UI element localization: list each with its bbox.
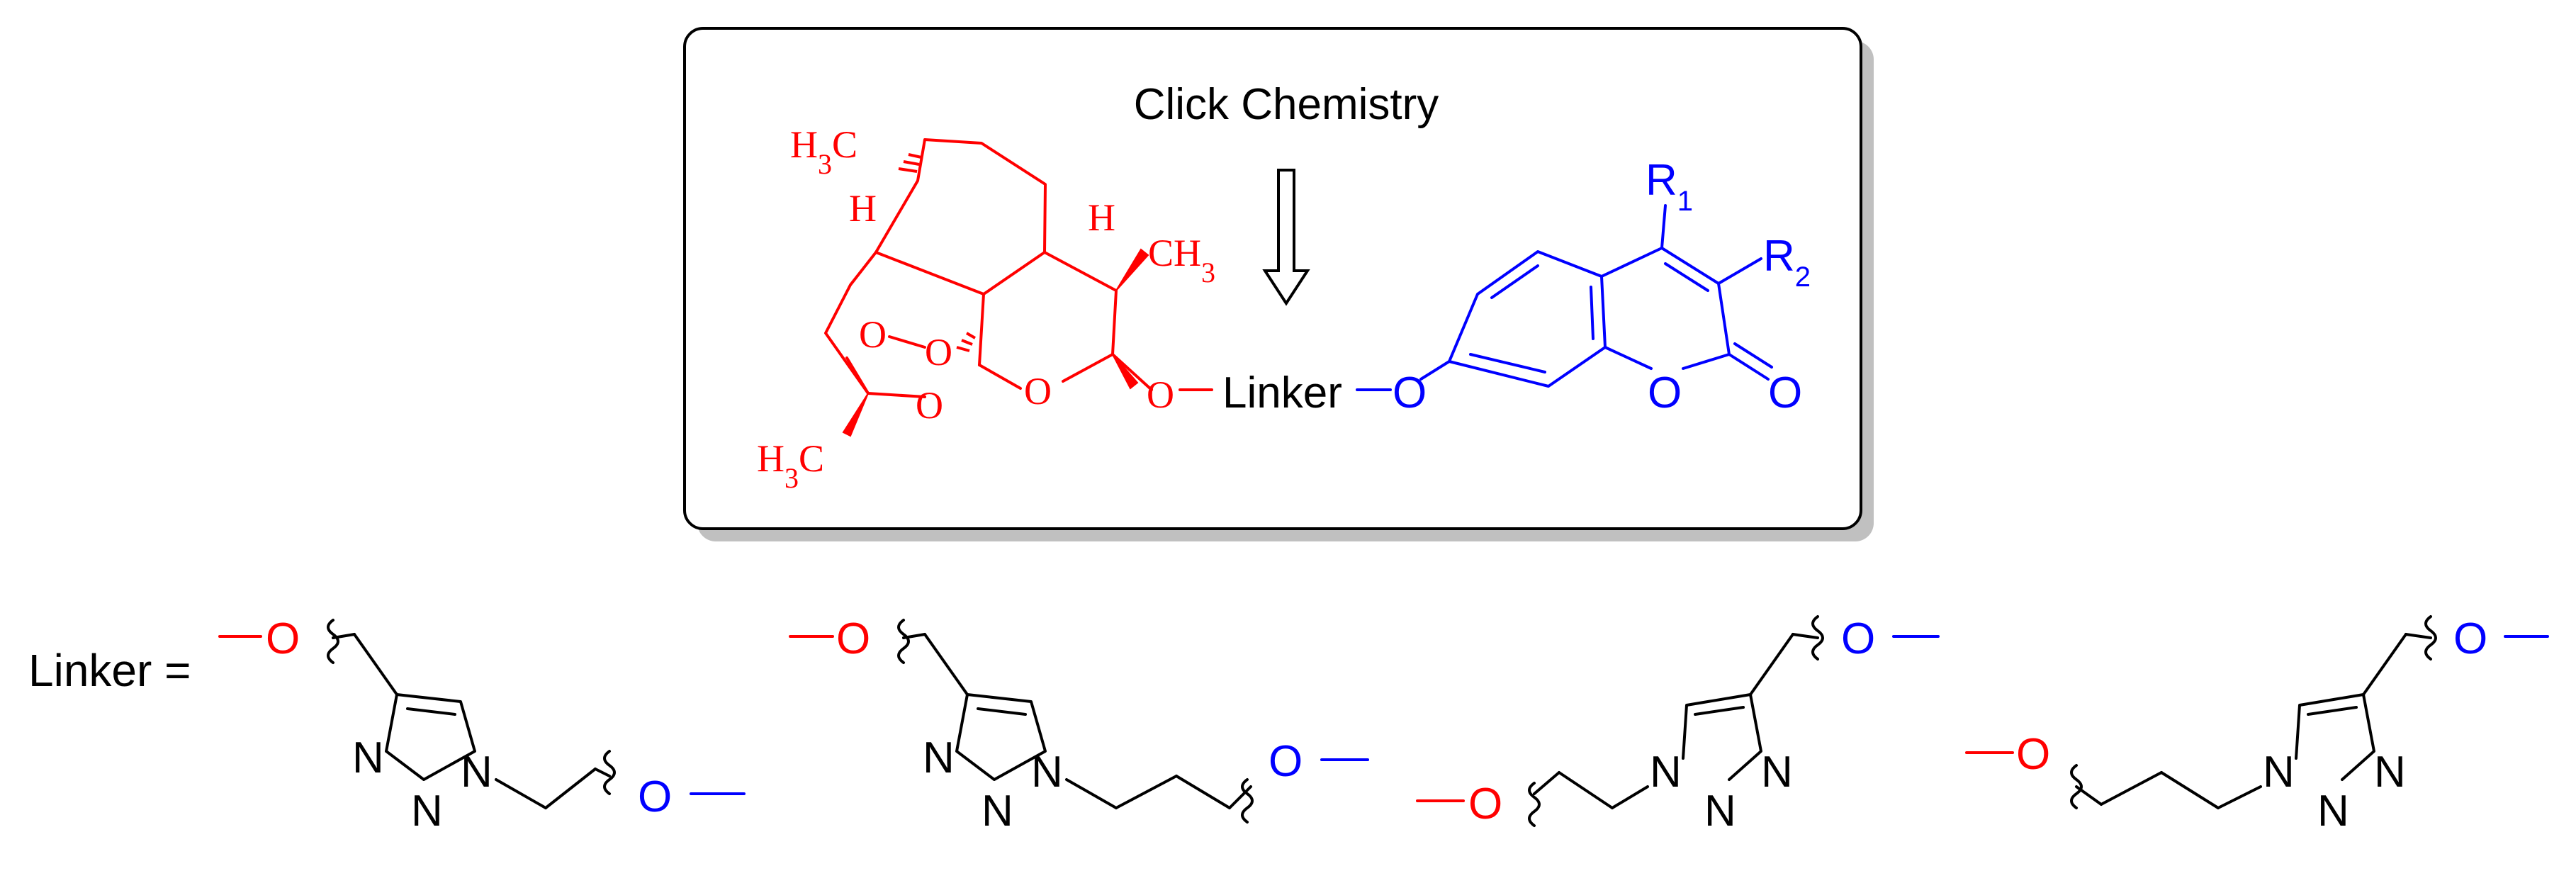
linker-3-n3: N (1761, 748, 1793, 797)
linker-definition-label: Linker = (28, 645, 191, 696)
linker-structure-4: O N N N O (1965, 614, 2549, 836)
linker-1-o-left: O (266, 614, 300, 663)
coumarin-o-ring: O (1648, 369, 1682, 417)
coumarin-o-carbonyl: O (1768, 369, 1802, 417)
coumarin-structure: O O O R1 R2 (1356, 156, 1811, 417)
linker-4-n2: N (2317, 787, 2349, 836)
linker-1-o-right: O (638, 772, 672, 821)
linker-2-o-right: O (1269, 737, 1303, 786)
linker-4-o-right: O (2453, 614, 2487, 663)
coumarin-r2: R2 (1763, 232, 1811, 293)
scheme-box (683, 27, 1862, 530)
atom-h3c-bottom: H3C (757, 437, 824, 494)
linker-1-n1: N (352, 734, 384, 782)
linker-3-n1: N (1650, 748, 1682, 797)
coumarin-o-ether: O (1393, 369, 1427, 417)
coumarin-r1: R1 (1646, 156, 1693, 217)
linker-label: Linker (1222, 369, 1342, 417)
linker-2-n2: N (982, 787, 1013, 836)
atom-ch3: CH3 (1148, 232, 1215, 288)
linker-3-o-left: O (1468, 780, 1502, 828)
linker-structure-3: O N N N O (1416, 614, 1940, 836)
linker-structure-1: O N N N O (218, 614, 746, 836)
atom-o-ether: O (1147, 373, 1174, 416)
atom-o-bridge: O (916, 384, 943, 427)
open-down-arrow-icon (1262, 169, 1310, 306)
linker-2-n3: N (1031, 748, 1063, 797)
atom-h-left: H (849, 187, 877, 230)
atom-o-ring: O (1024, 370, 1052, 412)
linker-1-n3: N (461, 748, 493, 797)
linker-2-n1: N (923, 734, 955, 782)
artemisinin-structure: H3C CH3 H H O O O O O H3C (757, 123, 1215, 494)
linker-4-o-left: O (2016, 730, 2050, 779)
atom-o-peroxide-1: O (859, 313, 887, 356)
atom-h-right: H (1088, 196, 1115, 239)
linker-structure-2: O N N N O (789, 614, 1369, 836)
linker-3-o-right: O (1841, 614, 1875, 663)
linker-2-o-left: O (836, 614, 870, 663)
atom-o-peroxide-2: O (925, 331, 952, 373)
linker-1-n2: N (411, 787, 443, 836)
linker-3-n2: N (1704, 787, 1736, 836)
atom-h3c-top: H3C (790, 123, 857, 180)
scheme-title: Click Chemistry (1134, 80, 1439, 129)
linker-4-n1: N (2263, 748, 2295, 797)
linker-4-n3: N (2374, 748, 2406, 797)
